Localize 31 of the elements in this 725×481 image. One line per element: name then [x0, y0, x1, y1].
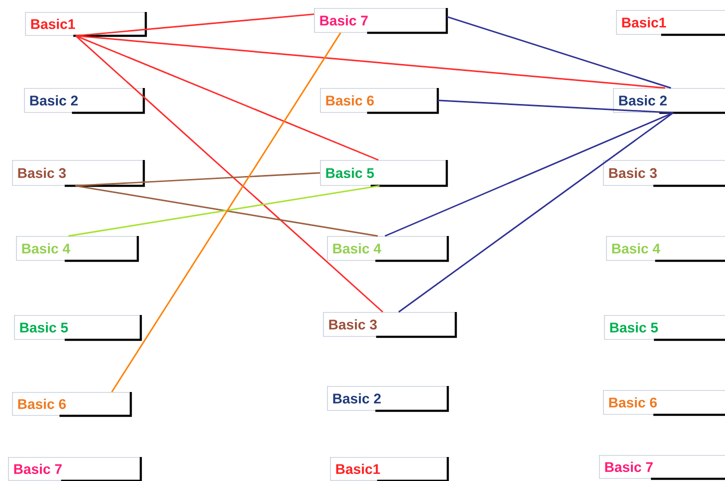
label-box: Basic 4	[327, 236, 449, 262]
connector-line	[75, 35, 379, 161]
label-box: Basic 7	[8, 457, 142, 481]
label-box: Basic 6	[12, 392, 132, 417]
label-box: Basic 2	[327, 386, 449, 412]
label-box: Basic 7	[599, 455, 725, 480]
label-box: Basic 3	[603, 160, 725, 187]
label-box: Basic 4	[606, 236, 725, 262]
connector-line	[75, 35, 384, 313]
connector-line	[76, 35, 666, 89]
label-box: Basic 6	[603, 390, 725, 416]
label-box: Basic 5	[320, 160, 448, 187]
label-box: Basic1	[616, 10, 725, 36]
label-box: Basic 3	[323, 312, 457, 338]
label-box: Basic 2	[613, 88, 725, 114]
connector-line	[446, 16, 672, 89]
label-box: Basic 5	[14, 315, 142, 341]
label-box: Basic1	[25, 12, 147, 37]
label-box: Basic1	[330, 457, 449, 481]
connector-line	[398, 112, 674, 313]
label-box: Basic 6	[320, 88, 439, 114]
label-box: Basic 2	[24, 88, 145, 114]
label-box: Basic 3	[12, 160, 145, 187]
label-box: Basic 4	[16, 236, 139, 262]
connector-line	[75, 172, 320, 187]
connector-line	[111, 32, 342, 392]
connector-line	[76, 13, 314, 37]
connector-line	[438, 100, 674, 114]
label-box: Basic 5	[604, 315, 725, 341]
connector-line	[384, 112, 674, 237]
label-box: Basic 7	[314, 8, 448, 34]
